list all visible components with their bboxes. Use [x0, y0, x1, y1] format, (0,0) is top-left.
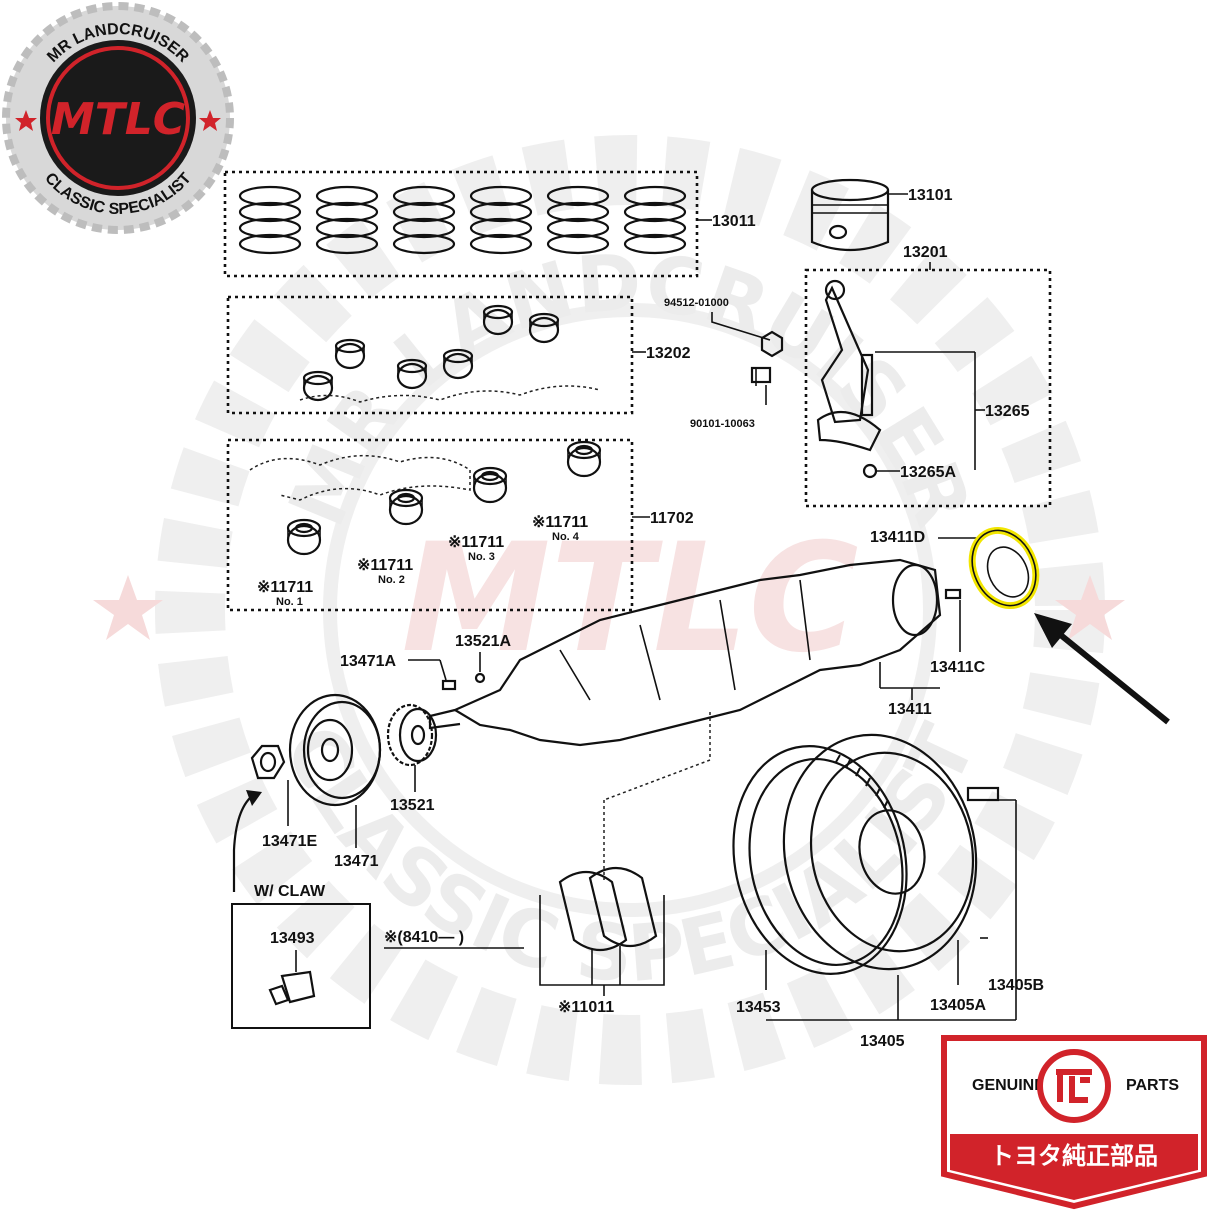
main-bearing-shell — [472, 466, 508, 504]
piston-ring-stack — [315, 185, 379, 255]
rod-bearing-shell — [528, 312, 560, 344]
watermark-center-text: MTLC — [401, 512, 858, 686]
label-11011: ※11011 — [558, 999, 614, 1016]
label-13201: 13201 — [903, 244, 948, 261]
pulley-nut-drawing: 13471E — [250, 744, 317, 850]
label-no4: No. 4 — [552, 531, 580, 543]
label-90101-10063: 90101-10063 — [690, 418, 755, 430]
main-bearing-shell — [388, 488, 424, 526]
timing-gear-drawing: 13521 — [386, 703, 438, 814]
piston-ring-stack — [392, 185, 456, 255]
crank-pulley-drawing: 13471 — [288, 693, 382, 870]
claw-group: W/ CLAW 13493 — [231, 790, 371, 1029]
label-94512-01000: 94512-01000 — [664, 297, 729, 309]
label-13405A: 13405A — [930, 997, 986, 1014]
rod-bolt-group: 94512-01000 90101-10063 — [664, 297, 784, 430]
keys-group: 13471A 13521A — [340, 633, 511, 691]
label-13011: 13011 — [712, 213, 756, 230]
label-13101: 13101 — [908, 187, 953, 204]
label-13411D: 13411D — [870, 529, 925, 546]
pointer-arrow — [1034, 613, 1170, 725]
flywheel-drawing: 13453 13405 13405A 13405B — [732, 733, 1044, 1050]
label-13453: 13453 — [736, 999, 781, 1016]
label-13405: 13405 — [860, 1033, 905, 1050]
logo-center-text: MTLC — [51, 94, 185, 145]
label-11711-no3: ※11711 — [448, 534, 504, 551]
label-13405B: 13405B — [988, 977, 1044, 994]
main-bearings-group: 11702 ※11711 No. 1 ※11711 No. 2 ※11711 N… — [226, 438, 694, 612]
logo-star-left — [15, 110, 37, 131]
mtlc-logo: MR LANDCRUISER CLASSIC SPECIALIST MTLC — [2, 2, 234, 234]
label-13411C: 13411C — [930, 659, 986, 676]
label-13493: 13493 — [270, 930, 315, 947]
genuine-parts-badge: GENUINE PARTS トヨタ純正部品 — [941, 1035, 1207, 1210]
thrust-washer-group: ※(8410— ) ※11011 — [384, 712, 711, 1016]
rod-bearing-shell — [334, 338, 366, 370]
label-13521: 13521 — [390, 797, 435, 814]
watermark-star-right — [1055, 575, 1125, 640]
badge-parts-text: PARTS — [1126, 1077, 1179, 1094]
label-w-claw: W/ CLAW — [254, 883, 326, 900]
label-13471E: 13471E — [262, 833, 317, 850]
piston-drawing: 13101 — [810, 178, 953, 252]
label-13521A: 13521A — [455, 633, 511, 650]
label-13202: 13202 — [646, 345, 691, 362]
label-no3: No. 3 — [468, 551, 495, 563]
main-bearing-shell — [566, 440, 602, 478]
watermark-star-left — [93, 575, 163, 640]
piston-ring-stack — [546, 185, 610, 255]
crank-key-drawing: 13411C — [930, 588, 986, 676]
rod-bearing-shell — [442, 348, 474, 380]
label-no2: No. 2 — [378, 574, 405, 586]
main-bearing-shell — [286, 518, 322, 556]
rear-oil-seal-drawing: 13411D — [870, 526, 1040, 610]
piston-ring-stack — [623, 185, 687, 255]
label-11711-no1: ※11711 — [257, 579, 313, 596]
label-13265A: 13265A — [900, 464, 956, 481]
label-13471A: 13471A — [340, 653, 396, 670]
label-13411: 13411 — [888, 701, 932, 718]
label-11711-no4: ※11711 — [532, 514, 588, 531]
rod-bearing-shell — [482, 304, 514, 336]
label-13265: 13265 — [985, 403, 1030, 420]
rod-bearing-shell — [396, 358, 428, 390]
piston-ring-stack — [238, 185, 302, 255]
label-11711-no2: ※11711 — [357, 557, 413, 574]
piston-rings-group: 13011 — [223, 170, 756, 278]
connecting-rod-group: 13201 13265 13265A — [804, 244, 1052, 508]
rod-bearing-shell — [302, 370, 334, 402]
badge-japanese-text: トヨタ純正部品 — [990, 1142, 1158, 1170]
label-no1: No. 1 — [276, 596, 303, 608]
label-13471: 13471 — [334, 853, 379, 870]
rod-bearings-group: 13202 — [226, 295, 691, 415]
logo-star-right — [199, 110, 221, 131]
piston-ring-stack — [469, 185, 533, 255]
crankshaft-drawing: 13411 — [428, 558, 942, 747]
label-11702: 11702 — [650, 510, 694, 527]
badge-genuine-text: GENUINE — [972, 1077, 1045, 1094]
label-date-note: ※(8410— ) — [384, 929, 464, 946]
